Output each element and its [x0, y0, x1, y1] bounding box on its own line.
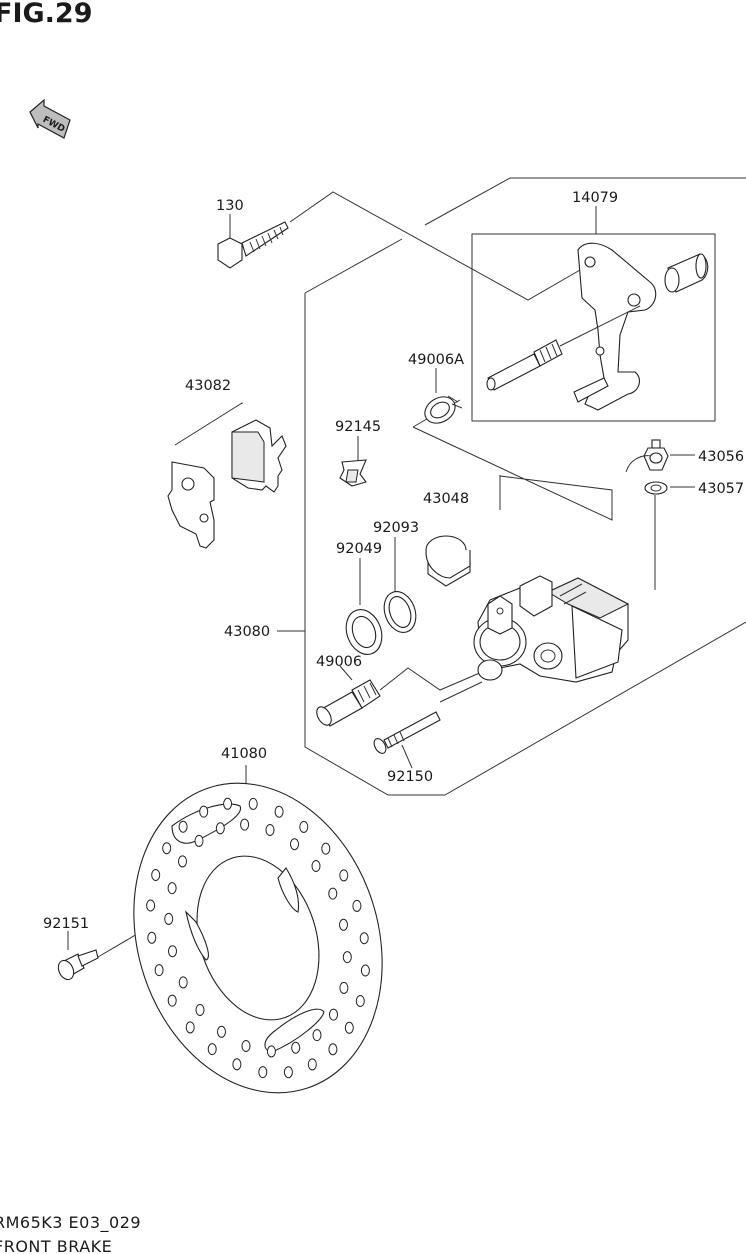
disc-hole: [241, 1040, 251, 1052]
bolt-92150: [373, 681, 483, 754]
label-92150: 92150: [387, 769, 433, 785]
disc-hole: [352, 899, 362, 912]
disc-hole: [164, 912, 174, 925]
label-130: 130: [216, 198, 244, 214]
bracket-box: [471, 233, 716, 422]
disc-hole: [223, 797, 233, 810]
disc-hole: [274, 805, 284, 818]
label-43080: 43080: [224, 624, 270, 640]
disc-hole: [360, 964, 370, 977]
label-43082: 43082: [185, 378, 231, 394]
disc-hole: [355, 995, 365, 1007]
disc-hole: [307, 1058, 317, 1071]
label-14079: 14079: [572, 190, 618, 206]
bracket-14079: [573, 242, 709, 411]
disc-hole: [207, 1043, 217, 1056]
bolt-92151: [57, 949, 99, 981]
drawing-caption: FRONT BRAKE: [0, 1237, 112, 1254]
disc-hole: [342, 951, 352, 964]
disc-hole: [359, 932, 369, 945]
disc-hole: [321, 842, 331, 855]
forward-arrow-icon: FWD: [29, 98, 71, 139]
disc-hole: [168, 945, 177, 958]
disc-hole: [329, 1008, 338, 1021]
disc-vent-holes: [146, 797, 370, 1079]
label-43048: 43048: [423, 491, 469, 507]
figure-title: FIG.29: [0, 0, 92, 29]
label-92049: 92049: [336, 541, 382, 557]
disc-hole: [328, 1043, 338, 1056]
caliper-assembly-outline: [304, 293, 746, 796]
label-92093: 92093: [373, 520, 419, 536]
label-41080: 41080: [221, 746, 267, 762]
disc-hole: [299, 820, 309, 833]
disc-hole: [339, 869, 349, 882]
disc-hole: [339, 981, 349, 994]
slide-pin-49006a: [424, 305, 641, 424]
disc-hole: [240, 818, 250, 831]
disc-hole: [194, 834, 204, 847]
drawing-code: RM65K3 E03_029: [0, 1213, 141, 1233]
disc-hole: [151, 869, 161, 881]
disc-hole: [291, 1041, 301, 1054]
disc-hole: [147, 931, 157, 944]
disc-hole: [199, 805, 209, 818]
disc-hole: [195, 1004, 205, 1016]
caliper-body-43080: [473, 575, 630, 683]
label-92151: 92151: [43, 916, 89, 932]
disc-hole: [215, 822, 225, 835]
disc-hole: [266, 1045, 276, 1058]
disc-hole: [312, 1029, 322, 1042]
disc-hole: [265, 824, 275, 836]
disc-hole: [339, 918, 348, 931]
disc-hole: [258, 1066, 268, 1079]
disc-hole: [167, 994, 177, 1007]
label-49006: 49006: [316, 654, 362, 670]
disc-hole: [328, 887, 338, 900]
disc-hole: [178, 820, 188, 833]
disc-hole: [154, 964, 164, 977]
disc-hole: [167, 882, 177, 895]
disc-hole: [283, 1066, 293, 1079]
disc-hole: [311, 860, 321, 872]
label-43056: 43056: [698, 449, 744, 465]
disc-hole: [178, 976, 188, 989]
slide-pin-49006: [316, 679, 381, 727]
bleeder-cap-43057: [625, 452, 668, 495]
seal-92049: [345, 609, 383, 655]
disc-hole: [344, 1021, 354, 1034]
disc-hole: [146, 899, 156, 912]
label-92145: 92145: [335, 419, 381, 435]
disc-hole: [162, 842, 172, 855]
brake-pads-43082: [167, 419, 287, 549]
label-43057: 43057: [698, 481, 744, 497]
piston-43048: [425, 535, 471, 587]
disc-hole: [248, 797, 258, 810]
disc-hole: [217, 1025, 226, 1038]
seal-92093: [383, 591, 417, 633]
disc-hole: [185, 1021, 195, 1034]
disc-hole: [232, 1058, 242, 1071]
label-49006a: 49006A: [408, 352, 464, 368]
disc-hole: [290, 838, 299, 851]
pad-spring-92145: [339, 459, 367, 487]
disc-hole: [178, 855, 187, 868]
bolt-130: [217, 221, 289, 269]
brake-disc-41080: [133, 782, 383, 1094]
